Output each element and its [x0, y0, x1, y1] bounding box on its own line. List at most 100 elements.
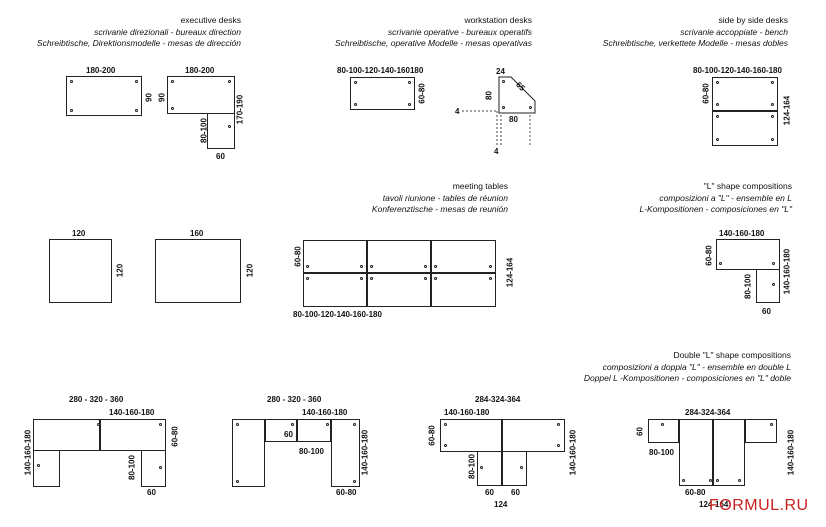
lshape-length: 140-160-180 [782, 248, 792, 295]
exec-desk2-width: 180-200 [185, 66, 215, 75]
ws-corner-dim-a: 24 [496, 67, 505, 76]
exec-desk2-length: 170-190 [235, 94, 245, 125]
side-header: side by side desks scrivanie accoppiate … [603, 15, 788, 50]
meeting-foot [489, 265, 492, 268]
dl3-left-depth: 60-80 [427, 425, 437, 446]
dl2-desk-depth-2: 80-100 [299, 447, 324, 456]
dl4-center-left [679, 419, 713, 486]
meeting-module-2 [367, 240, 431, 273]
dl2-foot [353, 480, 356, 483]
dl3-return-width-right: 60 [511, 488, 520, 497]
dl4-foot [661, 423, 664, 426]
dl3-return-depth: 80-100 [467, 454, 477, 479]
dl2-foot [326, 423, 329, 426]
exec-desk2-return-depth: 80-100 [199, 118, 209, 143]
meeting-foot [370, 265, 373, 268]
side-desk-foot [771, 81, 774, 84]
lshape-subtitle-it-fr: composizioni a "L" - ensemble en L [659, 192, 792, 203]
meeting-square-width: 120 [72, 229, 86, 238]
side-subtitle-it-fr: scrivanie accoppiate - bench [680, 26, 788, 37]
side-desk-foot [771, 138, 774, 141]
dl1-return-width: 60 [147, 488, 156, 497]
lshape-title: "L" shape compositions [703, 181, 792, 191]
dl1-foot [159, 423, 162, 426]
meeting-rect-table [155, 239, 241, 303]
side-desk-a [712, 77, 778, 111]
lshape-foot [719, 262, 722, 265]
ws-desk [350, 77, 415, 110]
dl3-foot [480, 466, 483, 469]
exec-desk2-foot [228, 80, 231, 83]
dl4-wing-depth: 60 [635, 427, 645, 436]
brand-watermark: FORMUL.RU [709, 497, 809, 514]
dl3-return-right [502, 451, 527, 486]
dl3-desk-right [502, 419, 565, 452]
ws-corner-dim-b: 65 [514, 80, 527, 93]
dl3-return-width-left: 60 [485, 488, 494, 497]
meeting-module-6 [431, 273, 496, 307]
dl4-wing-left [648, 419, 679, 443]
dl1-foot [97, 423, 100, 426]
dl4-foot [682, 479, 685, 482]
meeting-module-1 [303, 240, 367, 273]
double-subtitle-de-es: Doppel L -Kompositionen - composiciones … [583, 373, 791, 383]
lshape-return [756, 269, 780, 303]
ws-desk-width: 80-100-120-140-160180 [337, 66, 424, 75]
lshape-width: 140-160-180 [719, 229, 765, 238]
dl2-leg-right [331, 419, 360, 487]
exec-desk2-foot [171, 80, 174, 83]
dl3-desk-left [440, 419, 502, 452]
executive-subtitle-it-fr: scrivanie direzionali - bureaux directio… [94, 26, 241, 37]
dl1-return-right [141, 450, 166, 487]
double-title: Double "L" shape compositions [673, 350, 791, 360]
meeting-total-depth: 124-164 [505, 257, 515, 288]
lshape-depth: 60-80 [704, 245, 714, 266]
dl2-desk-mid-a [265, 419, 297, 442]
meeting-foot [306, 265, 309, 268]
workstation-subtitle-it-fr: scrivanie operative - bureaux operatifs [387, 26, 532, 37]
side-desk-foot [771, 103, 774, 106]
dl4-wing-length: 80-100 [649, 448, 674, 457]
side-desk-b [712, 111, 778, 146]
dl4-bottom-width: 60-80 [685, 488, 706, 497]
dl4-total-width: 284-324-364 [685, 408, 731, 417]
lshape-top [716, 239, 780, 270]
dl3-foot [557, 423, 560, 426]
dl4-right-length: 140-160-180 [786, 429, 796, 476]
dl1-desk-right [100, 419, 166, 451]
ws-corner-foot [502, 106, 505, 109]
side-subtitle-de-es: Schreibtische, verkettete Modelle - mesa… [602, 38, 788, 48]
meeting-rect-width: 160 [190, 229, 204, 238]
meeting-title: meeting tables [452, 181, 508, 191]
exec-desk1-depth: 90 [144, 93, 154, 102]
meeting-foot [434, 265, 437, 268]
side-desk-depth: 60-80 [701, 83, 711, 104]
lshape-return-width: 60 [762, 307, 771, 316]
dl2-bottom-width: 60-80 [336, 488, 357, 497]
dl1-left-depth: 140-160-180 [23, 429, 33, 476]
meeting-square-table [49, 239, 112, 303]
dl2-desk-mid-b [297, 419, 331, 442]
dl2-foot [291, 423, 294, 426]
side-desk-width: 80-100-120-140-160-180 [693, 66, 782, 75]
side-title: side by side desks [718, 15, 788, 25]
side-desk-foot [716, 81, 719, 84]
dl4-foot [709, 479, 712, 482]
workstation-title: workstation desks [464, 15, 532, 25]
side-desk-foot [716, 138, 719, 141]
exec-desk2-depth: 90 [157, 93, 167, 102]
meeting-module-3 [431, 240, 496, 273]
exec-desk1-foot [70, 80, 73, 83]
meeting-square-depth: 120 [115, 263, 125, 278]
dl2-total-width: 280 - 320 - 360 [267, 395, 322, 404]
meeting-foot [424, 277, 427, 280]
lshape-foot [772, 283, 775, 286]
exec-desk2-return-width: 60 [216, 152, 225, 161]
dl4-center-right [713, 419, 745, 486]
ws-desk-foot [354, 103, 357, 106]
lshape-foot [772, 262, 775, 265]
dl1-right-depth: 60-80 [170, 426, 180, 447]
meeting-foot [360, 277, 363, 280]
dl3-total-width: 284-324-364 [475, 395, 521, 404]
dl3-foot [444, 423, 447, 426]
